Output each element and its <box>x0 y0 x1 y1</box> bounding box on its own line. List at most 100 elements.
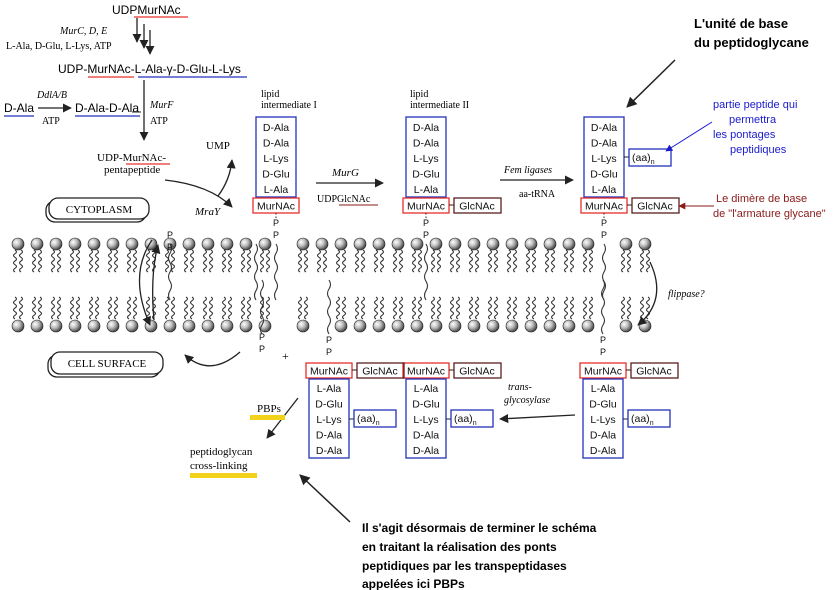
lipid-tail <box>164 249 170 273</box>
unite-annotation-1: L'unité de base <box>694 16 788 31</box>
peptide-residue: D-Ala <box>590 430 616 442</box>
lipid-head <box>201 237 215 251</box>
crosslink-label-2: cross-linking <box>190 460 248 472</box>
lipid-tail <box>113 249 119 273</box>
unite-annotation-2: du peptidoglycane <box>694 35 809 50</box>
lipid-tail <box>639 296 645 320</box>
murnac-label: MurNAc <box>310 366 348 378</box>
lipid-tail <box>487 296 493 320</box>
lipid-head <box>429 237 443 251</box>
transglycosylase-label-1: trans- <box>508 382 532 393</box>
peptide-residue: D-Ala <box>591 138 617 150</box>
lipid-tail <box>322 249 328 273</box>
lipid-tail <box>50 249 56 273</box>
lipid-tail <box>126 296 132 320</box>
bridge-box <box>628 148 672 167</box>
lipid-tail <box>626 249 632 273</box>
peptide-residue: D-Ala <box>316 430 342 442</box>
lipid-tail <box>398 249 404 273</box>
lipid-tail <box>18 296 24 320</box>
lipid-head <box>182 319 196 333</box>
lipid-tail <box>88 249 94 273</box>
lipid-head <box>372 319 386 333</box>
lipid-tail <box>335 296 341 320</box>
lipid-head <box>467 319 481 333</box>
lipid-tail <box>506 296 512 320</box>
lipid-recycle-arrow-up <box>151 244 161 321</box>
flippase-label: flippase? <box>668 289 705 300</box>
lipid-tail <box>335 249 341 273</box>
murnac-label: MurNAc <box>407 201 445 213</box>
lipid-tail <box>417 296 423 320</box>
peptide-residue: D-Ala <box>413 430 439 442</box>
lipid-tail <box>265 296 271 320</box>
lipid-tail <box>354 249 360 273</box>
peptide-residue: L-Ala <box>264 184 289 196</box>
lipid-tail <box>455 249 461 273</box>
peptide-residue: D-Glu <box>589 399 617 411</box>
lipid-2-label-b: intermediate II <box>410 100 469 111</box>
lipid-head <box>353 237 367 251</box>
d-ala-label: D-Ala <box>4 101 34 115</box>
lipid-tail <box>360 249 366 273</box>
lipid-head <box>258 237 272 251</box>
bactoprenol-chain <box>273 243 279 301</box>
murnac-label: MurNAc <box>585 201 623 213</box>
lipid-head <box>125 237 139 251</box>
ddl-atp-label: ATP <box>42 116 60 127</box>
cell-surface-label: CELL SURFACE <box>68 358 147 370</box>
lipid-tail <box>170 296 176 320</box>
murg-enzyme-label: MurG <box>331 167 359 179</box>
lipid-tail <box>493 296 499 320</box>
lipid-tail <box>316 249 322 273</box>
unite-pointer-arrow <box>626 59 676 108</box>
lipid-tail <box>588 296 594 320</box>
lipid-tail <box>379 296 385 320</box>
lipid-tail <box>88 296 94 320</box>
lipid-tail <box>626 296 632 320</box>
lipid-tail <box>202 296 208 320</box>
fem-ligases-label: Fem ligases <box>503 165 552 176</box>
lipid-tail <box>354 296 360 320</box>
lipid-head <box>11 237 25 251</box>
lipid-head <box>258 319 272 333</box>
murnac-label: MurNAc <box>407 366 445 378</box>
lipid-head <box>239 237 253 251</box>
lipid-head <box>543 237 557 251</box>
lipid-tail <box>531 249 537 273</box>
lipid-head <box>638 237 652 251</box>
peptide-residue: L-Lys <box>413 414 438 426</box>
lipid-tail <box>392 296 398 320</box>
lipid-head <box>125 319 139 333</box>
lipid-head <box>163 319 177 333</box>
ump-label: UMP <box>206 140 230 152</box>
lipid-head <box>296 319 310 333</box>
lipid-tail <box>189 296 195 320</box>
bridge-label-subscript: n <box>473 420 477 427</box>
phosphate-label: P <box>273 230 279 240</box>
lipid-tail <box>202 249 208 273</box>
bactoprenol-chain <box>600 279 606 335</box>
lipid-tail <box>208 296 214 320</box>
lipid-tail <box>493 249 499 273</box>
bactoprenol-chain <box>253 243 259 301</box>
peptide-residue: D-Ala <box>316 445 342 457</box>
lipid-head <box>106 319 120 333</box>
peptide-residue: L-Ala <box>317 383 342 395</box>
peptide-residue: D-Glu <box>590 169 618 181</box>
lipid-tail <box>221 296 227 320</box>
lipid-tail <box>550 296 556 320</box>
lipid-tail <box>240 296 246 320</box>
lipid-head <box>68 237 82 251</box>
lipid-head <box>11 319 25 333</box>
lipid-tail <box>246 296 252 320</box>
d-ala-d-ala-label: D-Ala-D-Ala <box>75 101 139 115</box>
bactoprenol-chain <box>601 243 607 301</box>
glcnac-box <box>453 362 502 379</box>
lipid-tail <box>550 249 556 273</box>
peptide-residue: L-Lys <box>316 414 341 426</box>
